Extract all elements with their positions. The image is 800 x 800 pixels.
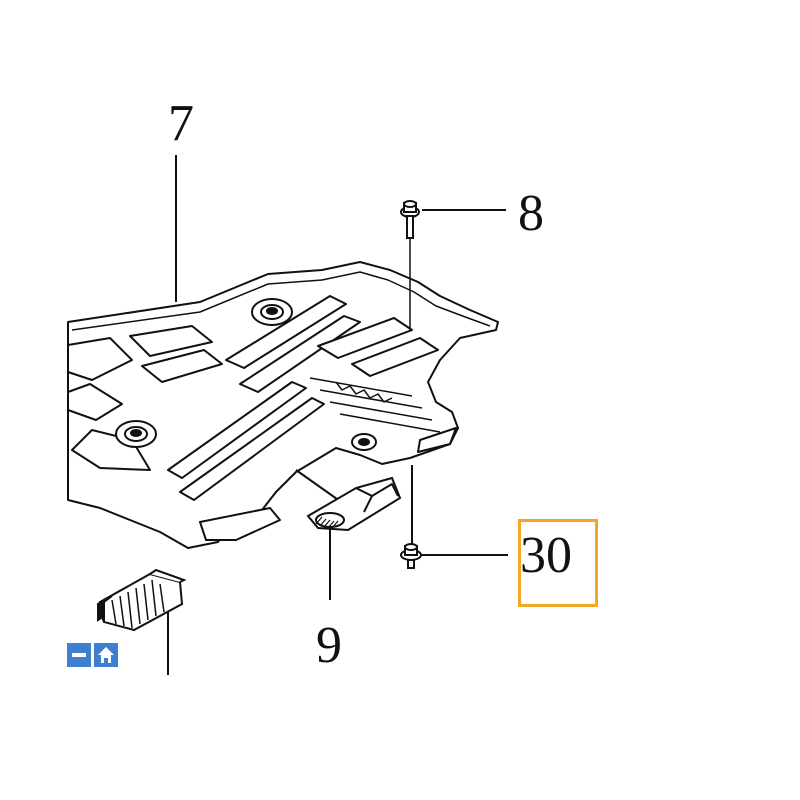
underbody-shield[interactable] — [67, 261, 499, 549]
leader-lines — [167, 155, 508, 675]
selected-part-highlight[interactable] — [518, 519, 598, 607]
vent-slots — [309, 377, 441, 433]
home-button[interactable] — [94, 643, 118, 667]
access-cover[interactable] — [295, 469, 402, 532]
mounting-boss-upper — [251, 298, 293, 326]
mounting-boss-right — [351, 433, 377, 451]
minus-icon — [72, 653, 86, 657]
callout-part-9[interactable]: 9 — [316, 617, 342, 674]
callout-part-30[interactable]: 30 — [520, 527, 572, 584]
bolt[interactable] — [400, 200, 420, 330]
home-icon — [98, 647, 114, 663]
callout-part-8[interactable]: 8 — [518, 185, 544, 242]
fastener-nut[interactable] — [400, 543, 422, 569]
mounting-bracket[interactable] — [97, 568, 187, 632]
mounting-boss-lower — [115, 420, 157, 448]
callout-part-7[interactable]: 7 — [168, 95, 194, 152]
zoom-out-button[interactable] — [67, 643, 91, 667]
